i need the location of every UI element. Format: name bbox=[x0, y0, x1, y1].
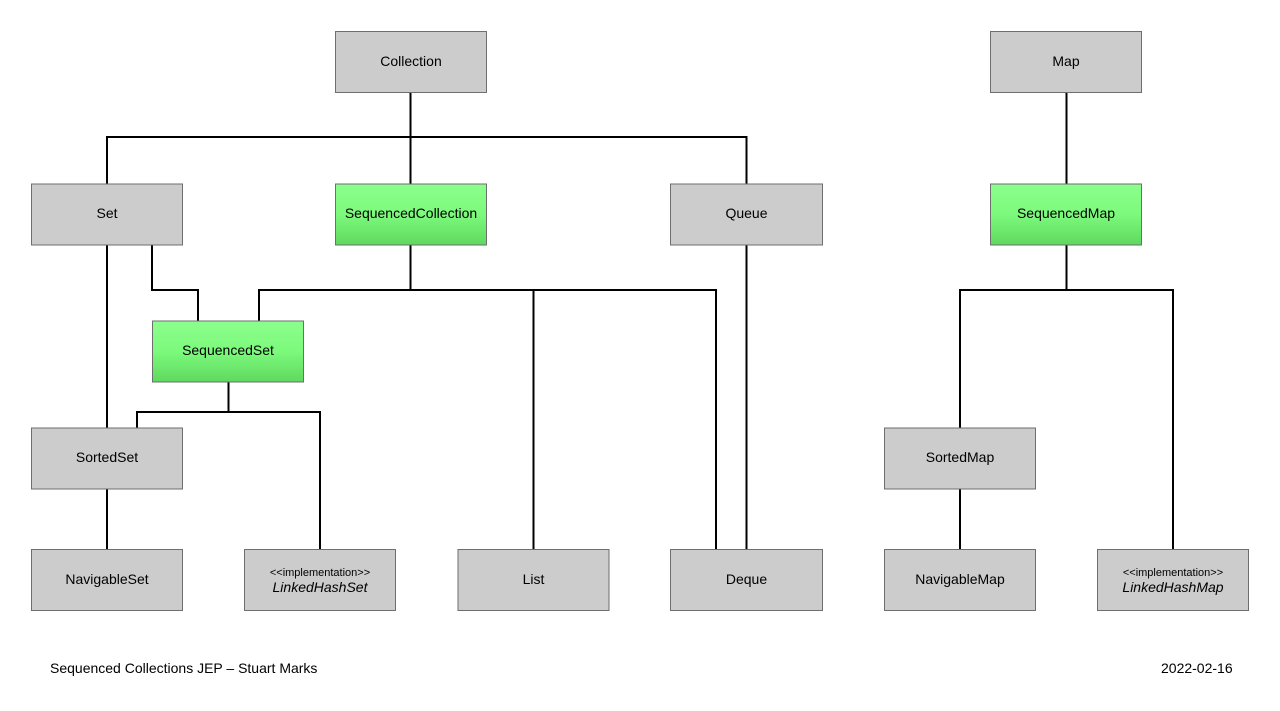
node-collection: Collection bbox=[335, 31, 487, 93]
node-sequencedset: SequencedSet bbox=[152, 320, 304, 383]
node-set-label: Set bbox=[96, 205, 117, 221]
node-linkedhashset-label: LinkedHashSet bbox=[273, 579, 369, 595]
node-sequencedcollection: SequencedCollection bbox=[335, 183, 487, 246]
node-sequencedmap-label: SequencedMap bbox=[1017, 205, 1115, 221]
node-deque-label: Deque bbox=[726, 571, 767, 587]
node-linkedhashmap-label: LinkedHashMap bbox=[1122, 579, 1223, 595]
edge-sequencedset-bus bbox=[136, 411, 321, 549]
node-navigablemap: NavigableMap bbox=[884, 549, 1036, 611]
node-navigablemap-label: NavigableMap bbox=[915, 571, 1005, 587]
edge-sequencedcollection-bus bbox=[258, 289, 717, 549]
node-collection-label: Collection bbox=[380, 53, 441, 69]
node-map-label: Map bbox=[1052, 53, 1079, 69]
node-list: List bbox=[457, 549, 610, 611]
node-sortedmap: SortedMap bbox=[884, 427, 1036, 490]
node-sortedmap-label: SortedMap bbox=[926, 449, 995, 465]
footer-date: 2022-02-16 bbox=[1161, 660, 1233, 676]
node-set: Set bbox=[31, 183, 183, 246]
node-list-label: List bbox=[523, 571, 545, 587]
edges bbox=[106, 92, 1174, 549]
node-linkedhashset-stereotype: <<implementation>> bbox=[270, 567, 370, 579]
node-queue: Queue bbox=[670, 183, 823, 246]
node-sequencedmap: SequencedMap bbox=[990, 183, 1142, 246]
node-navigableset: NavigableSet bbox=[31, 549, 183, 611]
node-sequencedset-label: SequencedSet bbox=[182, 342, 274, 358]
node-linkedhashset: <<implementation>> LinkedHashSet bbox=[244, 549, 396, 611]
edge-set-sequencedset bbox=[151, 245, 199, 321]
node-linkedhashmap: <<implementation>> LinkedHashMap bbox=[1097, 549, 1249, 611]
node-map: Map bbox=[990, 31, 1142, 93]
node-deque: Deque bbox=[670, 549, 823, 611]
node-sequencedcollection-label: SequencedCollection bbox=[345, 205, 477, 221]
node-queue-label: Queue bbox=[725, 205, 767, 221]
edge-sequencedmap-bus bbox=[959, 289, 1174, 549]
edge-collection-children-bus bbox=[106, 136, 748, 184]
node-navigableset-label: NavigableSet bbox=[65, 571, 148, 587]
node-sortedset: SortedSet bbox=[31, 427, 183, 490]
footer-title: Sequenced Collections JEP – Stuart Marks bbox=[50, 660, 318, 676]
node-sortedset-label: SortedSet bbox=[76, 449, 138, 465]
node-linkedhashmap-stereotype: <<implementation>> bbox=[1123, 567, 1223, 579]
